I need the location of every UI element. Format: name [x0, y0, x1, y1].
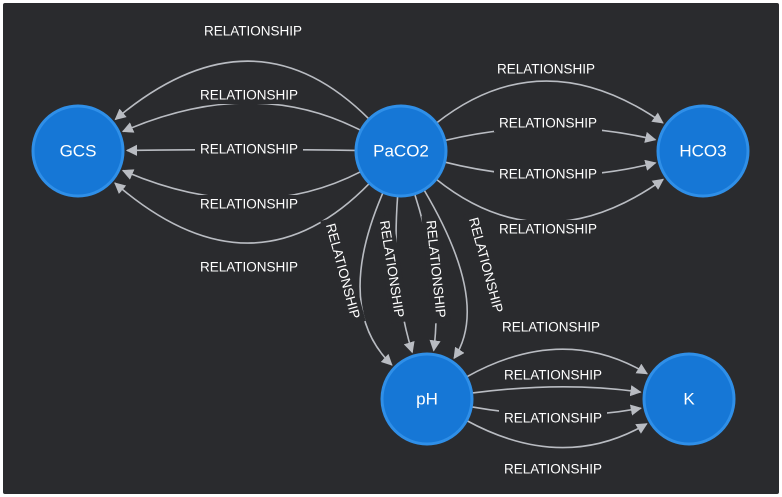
edge-label-group: RELATIONSHIP: [199, 22, 307, 40]
node-hco3[interactable]: HCO3: [656, 104, 750, 198]
edge-line[interactable]: [121, 102, 362, 133]
edge-label: RELATIONSHIP: [504, 411, 602, 426]
node-paco2[interactable]: PaCO2: [354, 104, 448, 198]
node-ph[interactable]: pH: [380, 352, 474, 446]
edge-paco2-ph[interactable]: RELATIONSHIP: [374, 195, 415, 354]
edge-label: RELATIONSHIP: [200, 88, 298, 103]
edge-label: RELATIONSHIP: [502, 320, 600, 335]
edge-line[interactable]: [114, 60, 370, 121]
node-circle[interactable]: [354, 104, 448, 198]
edge-label-background: [463, 210, 509, 320]
edge-ph-k[interactable]: RELATIONSHIP: [465, 318, 649, 378]
edge-paco2-gcs[interactable]: RELATIONSHIP: [125, 140, 357, 158]
edges-layer: RELATIONSHIPRELATIONSHIPRELATIONSHIPRELA…: [114, 22, 665, 478]
edge-label-group: RELATIONSHIP: [492, 60, 600, 78]
node-circle[interactable]: [31, 104, 125, 198]
edge-paco2-hco3[interactable]: RELATIONSHIP: [435, 178, 665, 238]
edge-label-group: RELATIONSHIP: [320, 216, 366, 326]
edge-paco2-ph[interactable]: RELATIONSHIP: [413, 193, 451, 352]
edge-label-background: [494, 165, 602, 183]
edge-ph-k[interactable]: RELATIONSHIP: [471, 366, 642, 397]
node-k[interactable]: K: [642, 352, 736, 446]
edge-line[interactable]: [466, 419, 648, 449]
edge-label-group: RELATIONSHIP: [499, 460, 607, 478]
edge-label: RELATIONSHIP: [499, 222, 597, 237]
edge-label: RELATIONSHIP: [377, 219, 407, 318]
edge-label-background: [499, 366, 607, 384]
edge-label: RELATIONSHIP: [200, 260, 298, 275]
edge-label-background: [320, 216, 366, 326]
edge-line[interactable]: [471, 385, 642, 397]
edge-paco2-gcs[interactable]: RELATIONSHIP: [121, 86, 362, 133]
edge-label: RELATIONSHIP: [200, 197, 298, 212]
edge-label-background: [195, 86, 303, 104]
edge-label-group: RELATIONSHIP: [195, 258, 303, 276]
node-circle[interactable]: [380, 352, 474, 446]
edge-label-group: RELATIONSHIP: [497, 318, 605, 336]
edge-label-group: RELATIONSHIP: [494, 114, 602, 132]
edge-line[interactable]: [121, 169, 362, 200]
edge-label-group: RELATIONSHIP: [374, 214, 410, 324]
edge-label-background: [421, 214, 451, 324]
edge-ph-k[interactable]: RELATIONSHIP: [471, 404, 642, 427]
edge-paco2-gcs[interactable]: RELATIONSHIP: [114, 22, 370, 121]
edge-label-group: RELATIONSHIP: [195, 195, 303, 213]
nodes-layer: GCS PaCO2 HCO3 pH K: [31, 104, 750, 446]
edge-line[interactable]: [465, 348, 649, 378]
edge-label-group: RELATIONSHIP: [499, 366, 607, 384]
edge-label-background: [494, 220, 602, 238]
edge-paco2-gcs[interactable]: RELATIONSHIP: [121, 169, 362, 213]
edge-label-group: RELATIONSHIP: [195, 140, 303, 158]
edge-label-background: [374, 214, 410, 324]
edge-label: RELATIONSHIP: [504, 368, 602, 383]
edge-label-background: [499, 409, 607, 427]
edge-line[interactable]: [359, 191, 393, 366]
edge-paco2-hco3[interactable]: RELATIONSHIP: [444, 159, 657, 183]
edge-label-group: RELATIONSHIP: [195, 86, 303, 104]
edge-label-group: RELATIONSHIP: [494, 165, 602, 183]
edge-label: RELATIONSHIP: [200, 142, 298, 157]
edge-label-group: RELATIONSHIP: [499, 409, 607, 427]
edge-label: RELATIONSHIP: [499, 116, 597, 131]
edge-label: RELATIONSHIP: [499, 167, 597, 182]
edge-line[interactable]: [435, 80, 664, 124]
edge-label: RELATIONSHIP: [204, 24, 302, 39]
edge-label-background: [492, 60, 600, 78]
edge-label: RELATIONSHIP: [504, 462, 602, 477]
node-label: GCS: [60, 141, 97, 160]
edge-label: RELATIONSHIP: [497, 62, 595, 77]
edge-paco2-hco3[interactable]: RELATIONSHIP: [444, 114, 657, 143]
node-circle[interactable]: [656, 104, 750, 198]
edge-label-background: [195, 140, 303, 158]
node-label: PaCO2: [373, 141, 429, 160]
node-label: pH: [416, 389, 438, 408]
node-circle[interactable]: [642, 352, 736, 446]
edge-label-background: [499, 460, 607, 478]
graph-svg: RELATIONSHIPRELATIONSHIPRELATIONSHIPRELA…: [31, 22, 750, 478]
edge-line[interactable]: [114, 182, 371, 244]
edge-label-group: RELATIONSHIP: [494, 220, 602, 238]
edge-label-background: [195, 195, 303, 213]
edge-paco2-hco3[interactable]: RELATIONSHIP: [435, 60, 664, 124]
node-label: K: [683, 389, 695, 408]
edge-paco2-gcs[interactable]: RELATIONSHIP: [114, 182, 371, 276]
edge-label-background: [497, 318, 605, 336]
node-gcs[interactable]: GCS: [31, 104, 125, 198]
edge-label-background: [494, 114, 602, 132]
node-label: HCO3: [679, 141, 726, 160]
edge-line[interactable]: [423, 189, 469, 360]
edge-label-background: [199, 22, 307, 40]
edge-label-background: [195, 258, 303, 276]
edge-ph-k[interactable]: RELATIONSHIP: [466, 419, 648, 478]
